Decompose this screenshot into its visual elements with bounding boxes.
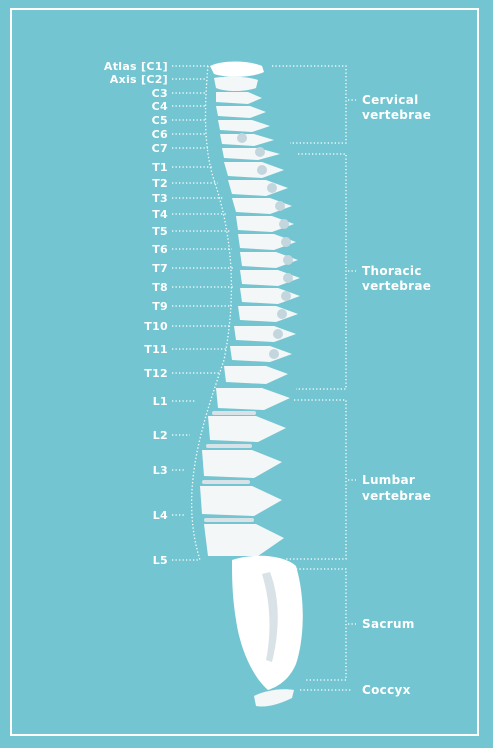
label-c7: C7 bbox=[152, 142, 168, 155]
label-l4: L4 bbox=[153, 509, 168, 522]
label-t11: T11 bbox=[144, 343, 168, 356]
atlas-vertebra bbox=[210, 62, 264, 77]
cervical-vertebrae bbox=[216, 92, 280, 160]
label-t5: T5 bbox=[152, 225, 168, 238]
label-axis: Axis [C2] bbox=[110, 73, 168, 86]
label-lumbar-2: vertebrae bbox=[362, 489, 431, 503]
label-c3: C3 bbox=[152, 87, 168, 100]
coccyx-bone bbox=[254, 689, 294, 706]
label-thoracic-2: vertebrae bbox=[362, 279, 431, 293]
axis-vertebra bbox=[214, 77, 258, 91]
label-c5: C5 bbox=[152, 114, 168, 127]
label-c6: C6 bbox=[152, 128, 168, 141]
label-t9: T9 bbox=[152, 300, 168, 313]
label-t3: T3 bbox=[152, 192, 168, 205]
label-t7: T7 bbox=[152, 262, 168, 275]
label-l1: L1 bbox=[153, 395, 168, 408]
label-t10: T10 bbox=[144, 320, 168, 333]
label-t4: T4 bbox=[152, 208, 168, 221]
label-thoracic-1: Thoracic bbox=[362, 264, 422, 278]
label-sacrum: Sacrum bbox=[362, 617, 415, 631]
label-t6: T6 bbox=[152, 243, 168, 256]
thoracic-vertebrae bbox=[224, 162, 300, 384]
lumbar-vertebrae bbox=[200, 388, 290, 556]
label-t1: T1 bbox=[152, 161, 168, 174]
label-atlas: Atlas [C1] bbox=[104, 60, 168, 73]
label-t2: T2 bbox=[152, 177, 168, 190]
label-lumbar-1: Lumbar bbox=[362, 473, 415, 487]
label-l2: L2 bbox=[153, 429, 168, 442]
label-coccyx: Coccyx bbox=[362, 683, 411, 697]
label-l3: L3 bbox=[153, 464, 168, 477]
label-t12: T12 bbox=[144, 367, 168, 380]
label-l5: L5 bbox=[153, 554, 168, 567]
label-t8: T8 bbox=[152, 281, 168, 294]
label-c4: C4 bbox=[152, 100, 168, 113]
region-labels: Cervical vertebrae Thoracic vertebrae Lu… bbox=[362, 93, 431, 697]
label-cervical-2: vertebrae bbox=[362, 108, 431, 122]
label-cervical-1: Cervical bbox=[362, 93, 419, 107]
vertebra-labels: Atlas [C1] Axis [C2] C3 C4 C5 C6 C7 T1 T… bbox=[104, 60, 168, 567]
